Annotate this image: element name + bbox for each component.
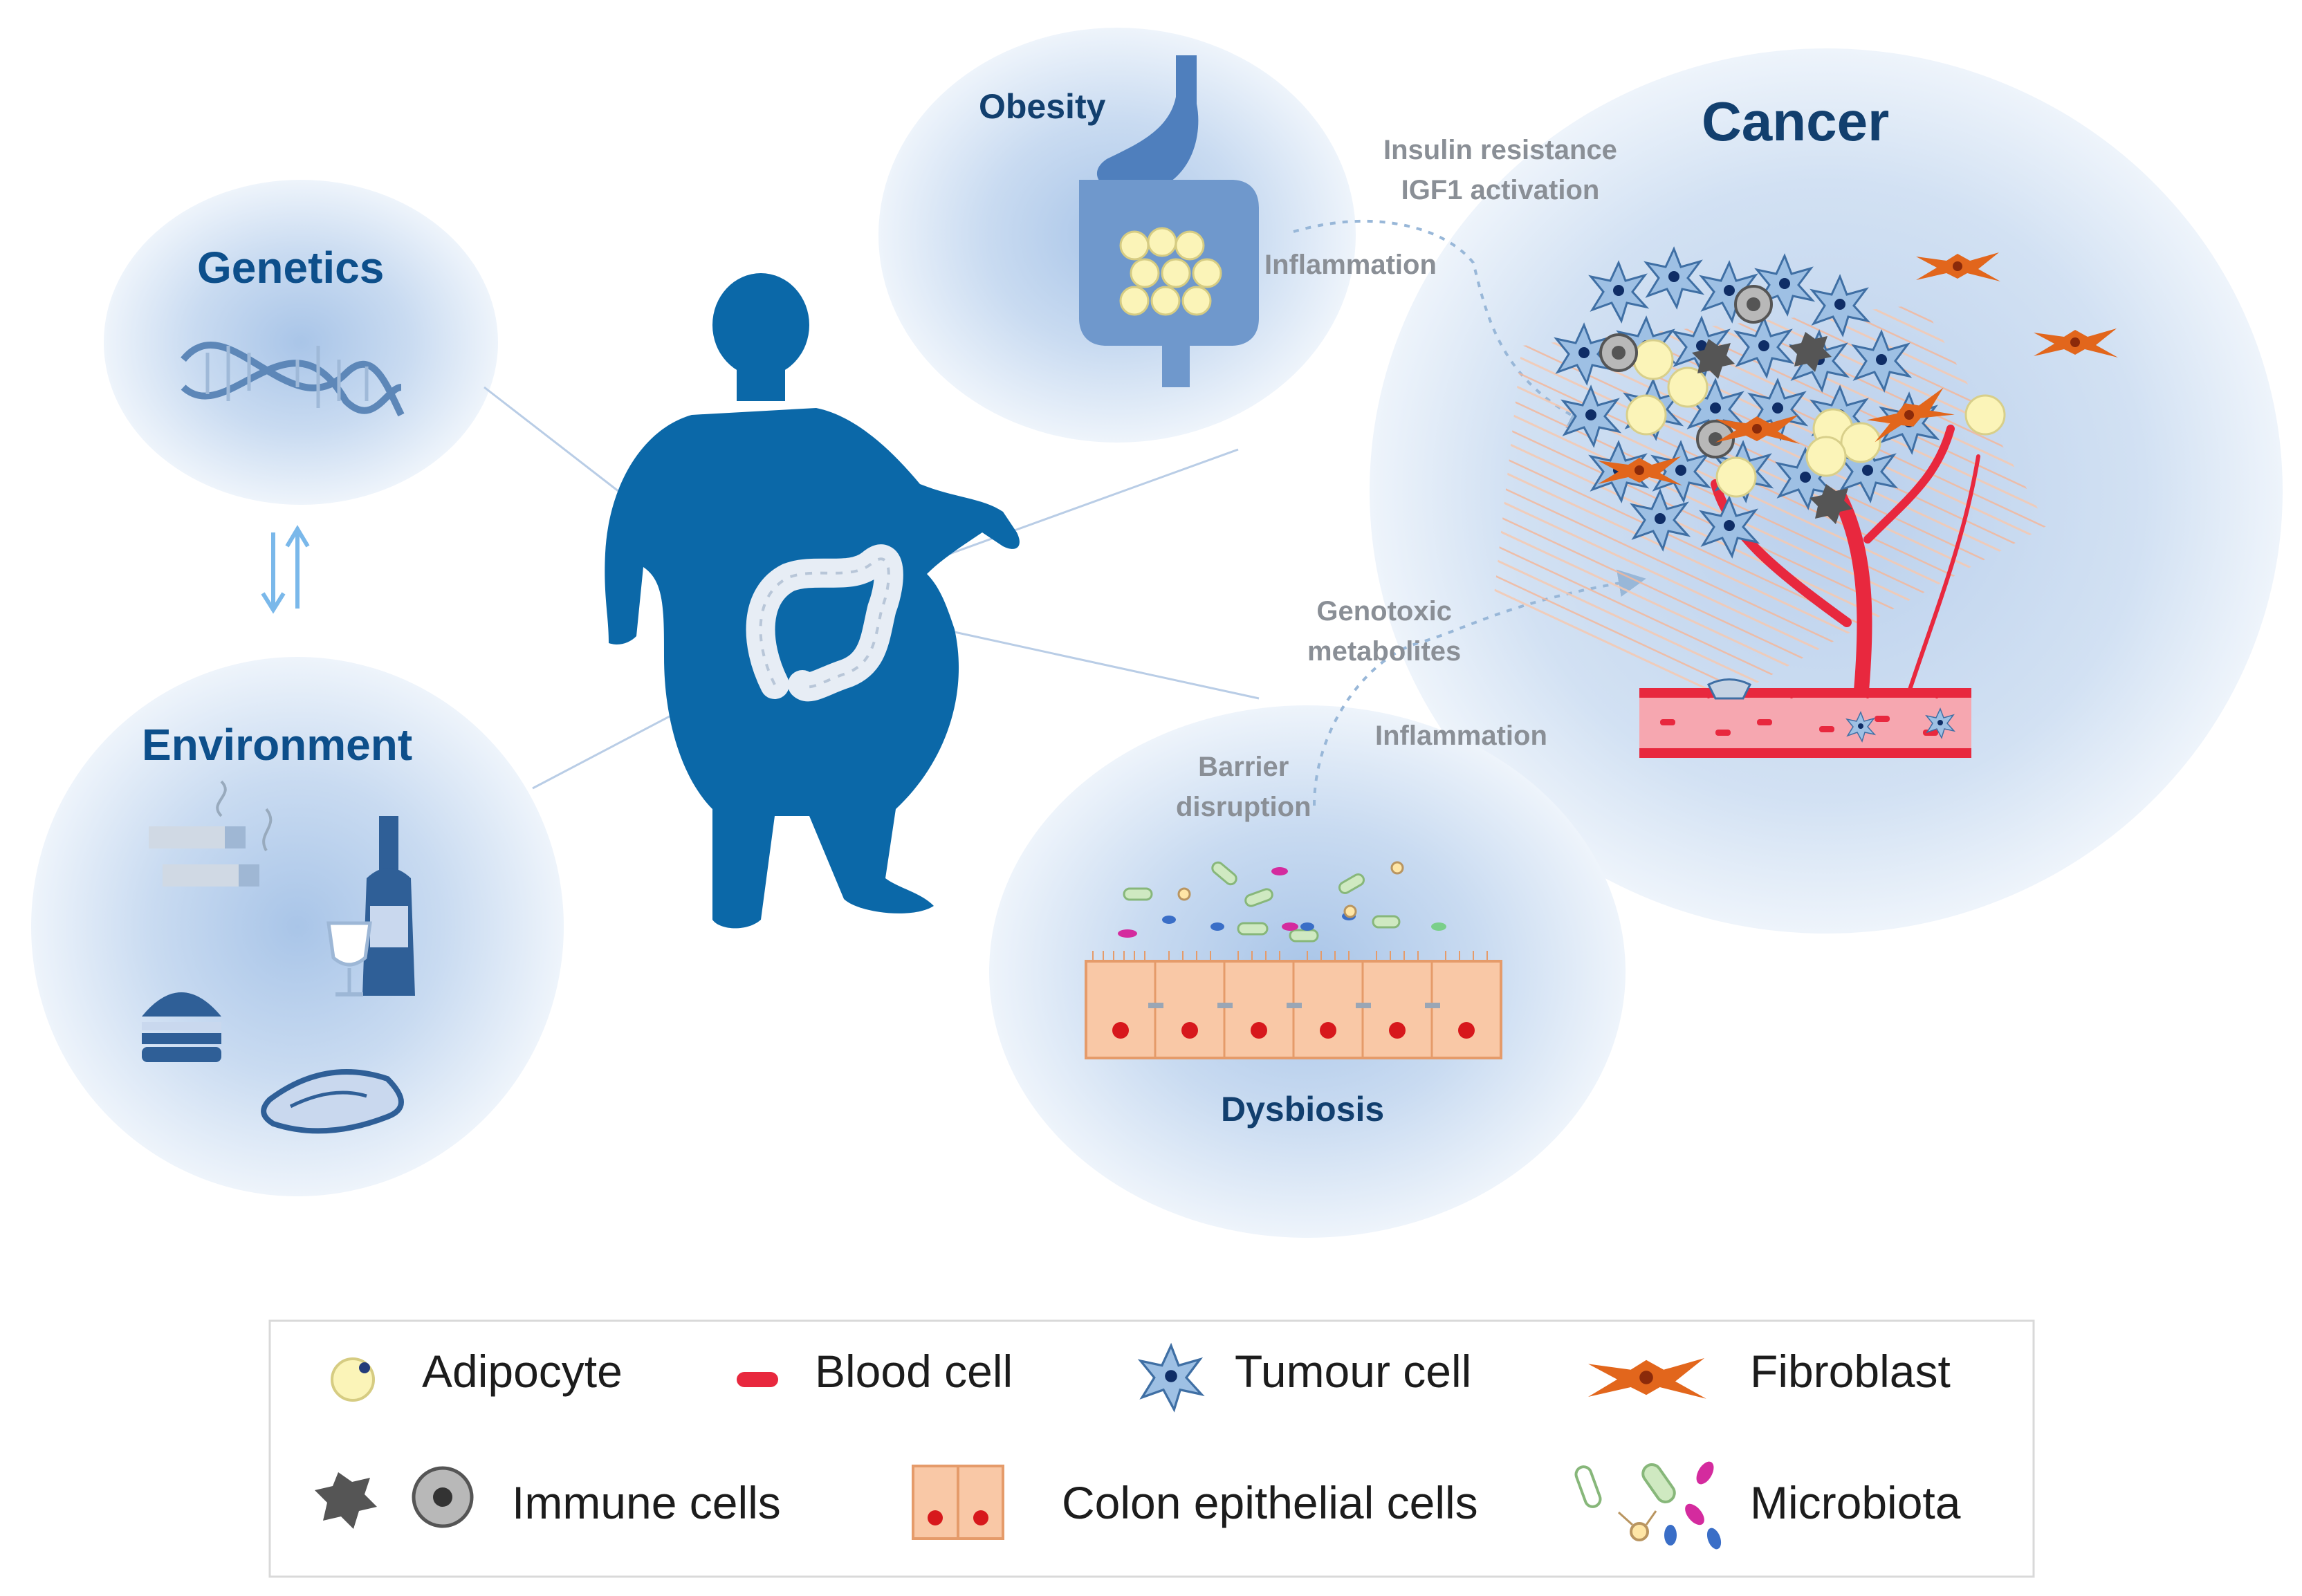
colon-icon	[746, 544, 903, 702]
colon-epithelium	[1085, 951, 1502, 1059]
genetics-label: Genetics	[197, 243, 385, 293]
legend-microbiota-label: Microbiota	[1750, 1477, 1961, 1528]
wine-glass-icon	[326, 921, 372, 996]
cigarette-icon	[149, 780, 273, 887]
dysbiosis-label: Dysbiosis	[1221, 1090, 1385, 1129]
legend-immune-cells-label: Immune cells	[512, 1477, 781, 1528]
insulin-resistance-annotation: Insulin resistance IGF1 activation	[1383, 130, 1617, 210]
legend-blood-cell-label: Blood cell	[815, 1346, 1013, 1397]
legend-fibroblast-label: Fibroblast	[1750, 1346, 1951, 1397]
stomach-icon	[1096, 55, 1199, 194]
barrier-line1: Barrier	[1198, 752, 1289, 782]
legend-adipocyte-icon	[331, 1357, 375, 1402]
inflammation-obesity-annotation: Inflammation	[1264, 250, 1437, 280]
inflammation-dysbiosis-annotation: Inflammation	[1375, 721, 1547, 751]
legend-colon-epithelial-icon	[912, 1465, 1004, 1540]
blood-vessel-branches	[1711, 425, 1980, 706]
legend-colon-epithelial-label: Colon epithelial cells	[1062, 1477, 1478, 1528]
legend-immune-cells-icon	[315, 1466, 474, 1529]
blood-vessel	[1639, 678, 1971, 758]
cancer-label: Cancer	[1702, 91, 1890, 152]
genetics-bubble	[104, 180, 498, 505]
dna-icon	[181, 342, 405, 417]
double-arrow-icon	[261, 525, 310, 614]
genotoxic-metabolites-annotation: Genotoxic metabolites	[1307, 591, 1461, 671]
environment-label: Environment	[142, 720, 413, 770]
obesity-label: Obesity	[979, 87, 1106, 126]
microbiota-cluster	[1118, 861, 1446, 943]
steak-icon	[261, 1069, 404, 1134]
immune-cells	[1599, 285, 1852, 524]
genotoxic-line1: Genotoxic	[1316, 596, 1452, 627]
barrier-line2: disruption	[1176, 792, 1311, 822]
barrier-disruption-annotation: Barrier disruption	[1176, 747, 1311, 827]
intestine-icon	[1079, 180, 1259, 387]
legend-tumour-cell-label: Tumour cell	[1235, 1346, 1472, 1397]
insulin-resistance-line2: IGF1 activation	[1401, 175, 1600, 205]
genotoxic-line2: metabolites	[1307, 636, 1462, 667]
wine-bottle-icon	[362, 816, 415, 996]
legend-blood-cell-icon	[737, 1372, 778, 1387]
dotted-arrow-obesity-to-cancer	[1293, 219, 1596, 428]
dotted-arrow-dysbiosis-to-cancer	[1313, 569, 1646, 806]
insulin-resistance-line1: Insulin resistance	[1383, 135, 1617, 165]
obese-silhouette-icon	[605, 273, 1020, 929]
burger-icon	[142, 992, 221, 1062]
legend-adipocyte-label: Adipocyte	[422, 1346, 623, 1397]
legend-microbiota-icon	[1574, 1461, 1722, 1550]
